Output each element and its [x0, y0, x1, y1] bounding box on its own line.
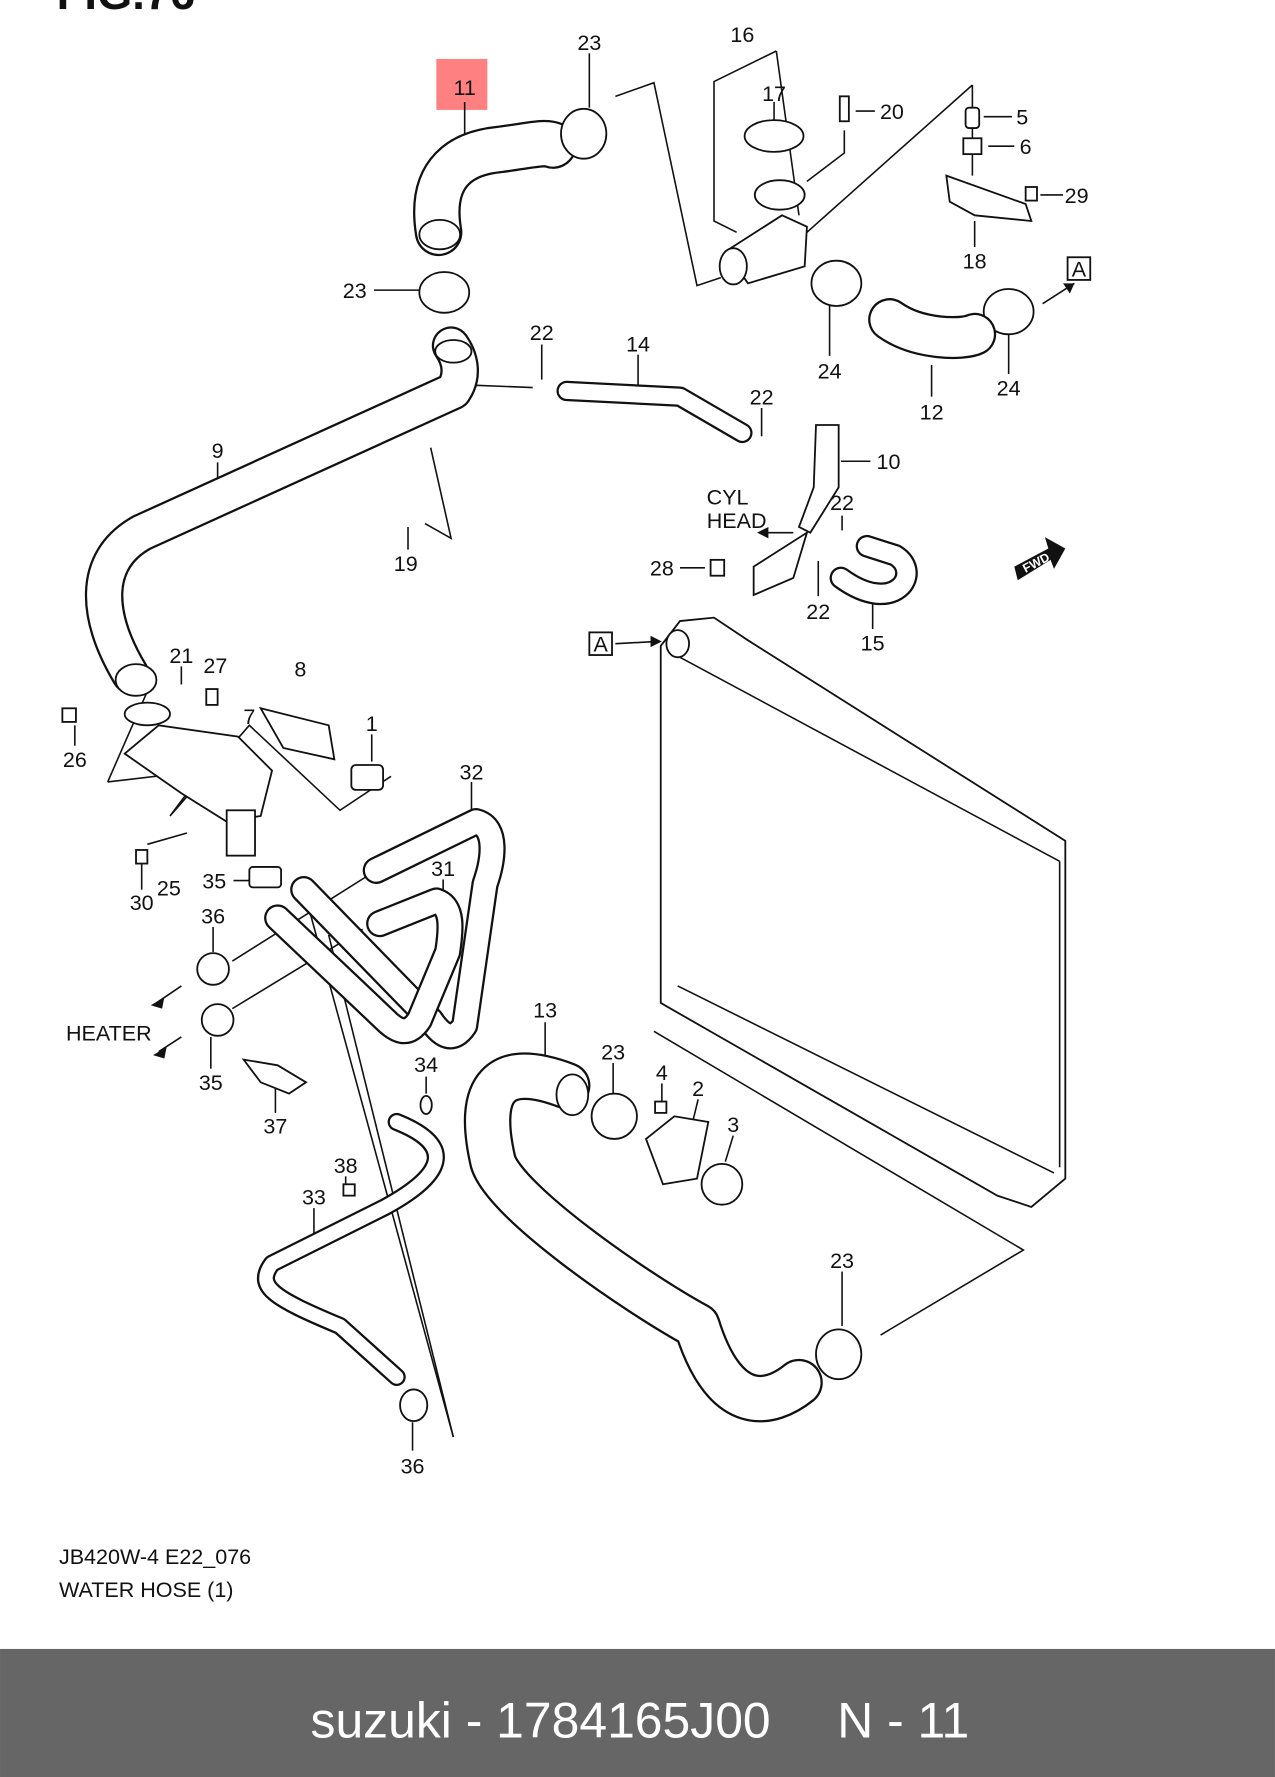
hose-12 [868, 298, 997, 360]
figure-title: FIG.76 [57, 0, 196, 19]
part-label: 23 [343, 279, 367, 303]
part-label: 22 [830, 491, 854, 515]
part-label: 37 [263, 1114, 287, 1138]
filler-neck [718, 95, 1038, 286]
hose-11 [413, 119, 577, 257]
part-label: 19 [394, 552, 418, 576]
part-label: 15 [861, 632, 885, 656]
hose-13 [463, 1052, 823, 1423]
part-label: 8 [294, 658, 306, 682]
part-label: HEAD [707, 509, 767, 533]
part-label: 7 [243, 705, 255, 729]
part-label: 22 [806, 600, 830, 624]
part-labels: 11 23 16 17 20 5 6 29 18 A 23 24 12 24 2… [63, 23, 1089, 1478]
hose-14 [556, 380, 753, 444]
water-pipe-33 [256, 1112, 445, 1387]
part-label: 17 [762, 82, 786, 106]
part-label: 35 [199, 1071, 223, 1095]
part-label: 16 [730, 23, 754, 47]
part-label: 5 [1016, 106, 1028, 130]
part-label: 22 [750, 386, 774, 410]
part-label: 22 [530, 321, 554, 345]
part-label: 23 [577, 31, 601, 55]
part-label: 4 [656, 1061, 668, 1085]
heater-hoses [241, 808, 506, 1115]
part-label: A [593, 633, 608, 657]
part-label: 14 [626, 332, 650, 356]
radiator [659, 616, 1067, 1208]
part-label: 25 [157, 876, 181, 900]
figure-caption: WATER HOSE (1) [59, 1578, 234, 1602]
part-label: 13 [533, 999, 557, 1023]
part-label: 24 [997, 377, 1021, 401]
ref-box-a [1066, 256, 1092, 281]
arrow-icons [150, 283, 1075, 1059]
leader-lines [74, 50, 1075, 1451]
part-label: 33 [302, 1186, 326, 1210]
part-label: 27 [203, 654, 227, 678]
part-label: 9 [212, 439, 224, 463]
part-label: 6 [1020, 135, 1032, 159]
part-label: CYL [707, 485, 749, 509]
bracket-10 [709, 424, 840, 597]
highlight-box [436, 58, 488, 110]
part-label-11: 11 [454, 76, 476, 100]
thermostat-housing [61, 688, 744, 1206]
part-label: HEATER [66, 1021, 152, 1045]
part-label: 38 [334, 1154, 358, 1178]
part-label: 3 [727, 1113, 739, 1137]
part-label: 20 [880, 100, 904, 124]
part-label: FWD [1020, 550, 1052, 576]
part-label: 23 [601, 1041, 625, 1065]
ref-box-a [588, 631, 613, 656]
part-label: 35 [202, 870, 226, 894]
part-label: 36 [201, 905, 225, 929]
footer-bar [0, 1648, 1275, 1777]
hose-15 [829, 534, 918, 606]
part-label: 36 [401, 1454, 425, 1478]
figure-code: JB420W-4 E22_076 [59, 1545, 251, 1569]
part-label: 1 [366, 712, 378, 736]
part-label: 31 [431, 857, 455, 881]
footer-reference: N - 11 [837, 1692, 969, 1748]
part-label: A [1072, 258, 1087, 282]
hose-clamps [196, 107, 1035, 1423]
part-label: 24 [818, 360, 842, 384]
part-label: 29 [1065, 184, 1089, 208]
part-label: 28 [650, 557, 674, 581]
part-label: 10 [877, 450, 901, 474]
part-label: 21 [169, 644, 193, 668]
footer-part-number: suzuki - 1784165J00 [311, 1692, 771, 1748]
part-label: 2 [692, 1077, 704, 1101]
part-label: 23 [830, 1249, 854, 1273]
fwd-arrow-icon: FWD [1014, 537, 1066, 581]
part-label: 34 [414, 1053, 438, 1077]
part-label: 26 [63, 748, 87, 772]
part-label: 12 [920, 400, 944, 424]
part-label: 32 [460, 761, 484, 785]
water-pipe-9 [84, 326, 533, 697]
part-label: 30 [130, 891, 154, 915]
part-label: 18 [963, 250, 987, 274]
